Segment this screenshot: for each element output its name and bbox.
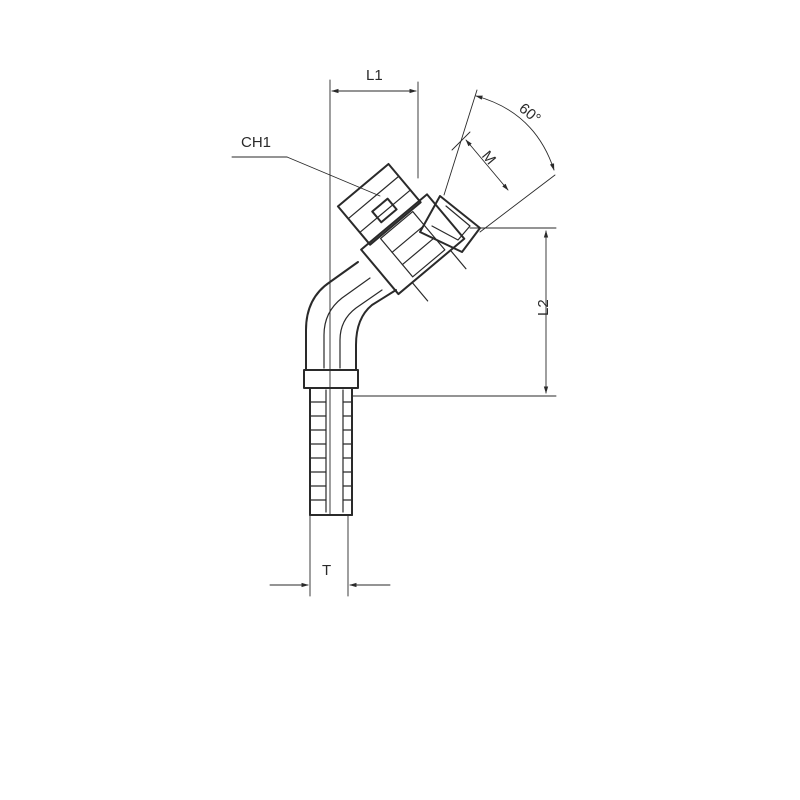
bend-inner: [355, 289, 397, 371]
angle-dimension: 60°: [443, 89, 556, 233]
bend-bore-right: [339, 289, 383, 369]
thread-dimension-m: M: [451, 131, 509, 191]
dimension-l1: L1: [329, 67, 419, 516]
collar: [303, 369, 359, 389]
label-l2: L2: [535, 299, 552, 316]
sleeve: [360, 193, 466, 296]
label-ch1: CH1: [241, 134, 271, 151]
seat-nose: [419, 195, 481, 253]
ch1-leader: CH1: [231, 134, 381, 197]
tail-serrations: [309, 401, 353, 501]
hex-nut: [336, 162, 422, 246]
label-l1: L1: [366, 67, 383, 84]
dimension-l2: L2: [351, 227, 557, 397]
label-angle: 60°: [515, 100, 543, 128]
label-m: M: [478, 148, 499, 169]
bend-outer: [305, 261, 359, 371]
dimension-t: T: [269, 514, 391, 597]
bend-bore-left: [323, 277, 371, 369]
label-t: T: [322, 562, 331, 579]
nut-assembly: [336, 162, 467, 302]
